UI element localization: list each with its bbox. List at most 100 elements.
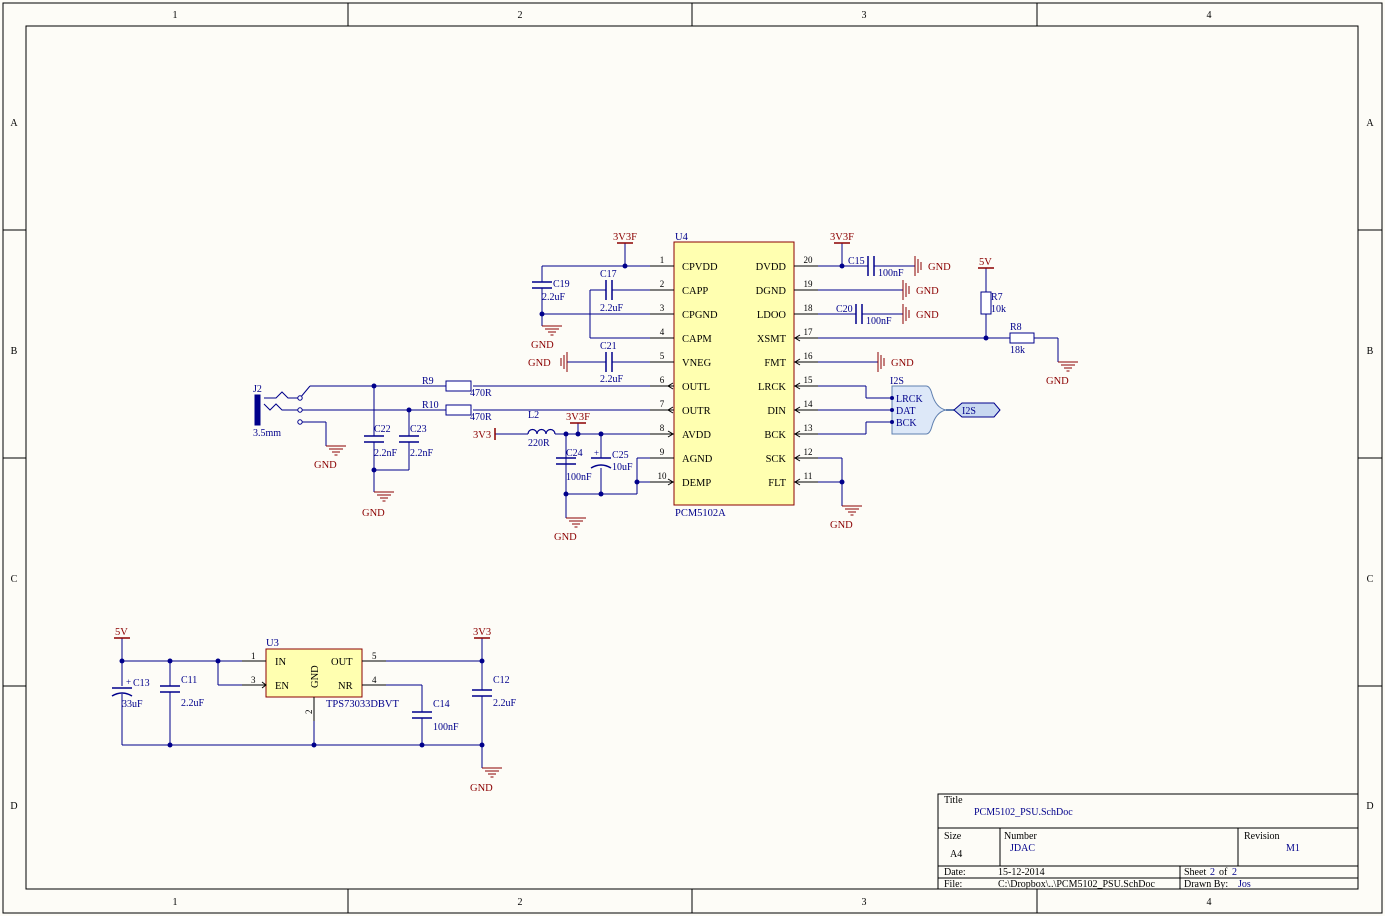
i2s-harness — [890, 385, 1001, 435]
u4-pin-num: 8 — [660, 423, 665, 433]
border-row-label: C — [11, 574, 18, 585]
c22-c23-plates — [364, 435, 419, 443]
date-label: Date: — [944, 867, 966, 878]
net-label-3v3f: 3V3F — [830, 232, 854, 243]
c12-val: 2.2uF — [493, 698, 517, 709]
u4-ic: CPVDD1CAPP2CPGND3CAPM4VNEG5OUTL6OUTR7AVD… — [650, 232, 818, 519]
u3-pin-num: 1 — [251, 651, 256, 661]
gnd-label: GND — [554, 532, 577, 543]
sheet-of: of — [1219, 867, 1228, 878]
u3-pin-num: 3 — [251, 675, 256, 685]
size-value: A4 — [950, 849, 962, 860]
date-value: 15-12-2014 — [998, 867, 1045, 878]
c14-ref: C14 — [433, 699, 450, 710]
u4-pin-name: DIN — [767, 406, 786, 417]
border-row-label: A — [10, 118, 18, 129]
border-row-label: C — [1367, 574, 1374, 585]
number-label: Number — [1004, 831, 1037, 842]
r7-ref: R7 — [991, 292, 1003, 303]
u4-pin-name: CPGND — [682, 310, 718, 321]
gnd-label: GND — [362, 508, 385, 519]
u3-pin-name: EN — [275, 681, 289, 692]
c19-val: 2.2uF — [542, 292, 566, 303]
c12-ref: C12 — [493, 675, 510, 686]
gnd-label: GND — [1046, 376, 1069, 387]
i2s-port-label: I2S — [962, 406, 976, 417]
net-label-5v: 5V — [115, 627, 128, 638]
gnd-label: GND — [314, 460, 337, 471]
c25-ref: C25 — [612, 450, 629, 461]
u4-pin-name: DGND — [756, 286, 787, 297]
u3-pin-num: 5 — [372, 651, 377, 661]
resistors-audio — [445, 380, 472, 416]
net-label-3v3: 3V3 — [473, 627, 491, 638]
right-cap-plates — [855, 256, 875, 324]
net-label-5v: 5V — [979, 257, 992, 268]
u3-pin-name: OUT — [331, 657, 353, 668]
j2-jack-icon — [254, 391, 303, 426]
u4-pin-num: 6 — [660, 375, 665, 385]
u4-pin-name: LRCK — [758, 382, 786, 393]
c23-ref: C23 — [410, 424, 427, 435]
gnd-label: GND — [470, 783, 493, 794]
net-label-3v3f: 3V3F — [613, 232, 637, 243]
u4-pin-num: 13 — [804, 423, 814, 433]
u4-pin-name: DVDD — [756, 262, 787, 273]
u4-pin-num: 10 — [658, 471, 668, 481]
u4-pin-arrow — [667, 478, 674, 486]
gnd-label: GND — [531, 340, 554, 351]
c23-val: 2.2nF — [410, 448, 434, 459]
drawn-label: Drawn By: — [1184, 879, 1228, 890]
sheet-label: Sheet — [1184, 867, 1206, 878]
u4-pin-arrow — [667, 406, 674, 414]
u4-pin-name: OUTR — [682, 406, 711, 417]
file-value: C:\Dropbox\..\PCM5102_PSU.SchDoc — [998, 879, 1156, 890]
u4-pin-arrow — [794, 334, 801, 342]
u4-pin-name: DEMP — [682, 478, 711, 489]
r10-val: 470R — [470, 412, 492, 423]
l2-inductor-icon — [527, 428, 556, 435]
u4-right-wiring — [818, 243, 1059, 506]
sheet-num: 2 — [1210, 867, 1215, 878]
c20-ref: C20 — [836, 304, 853, 315]
i2s-signal-dat: DAT — [896, 406, 915, 417]
revision-label: Revision — [1244, 831, 1280, 842]
r10-ref: R10 — [422, 400, 439, 411]
r9-val: 470R — [470, 388, 492, 399]
border-col-label: 2 — [518, 10, 523, 21]
border-row-label: D — [10, 801, 17, 812]
gnd-label: GND — [528, 358, 551, 369]
j2-output-wiring — [299, 385, 446, 492]
c19-ref: C19 — [553, 279, 570, 290]
u4-designator: U4 — [675, 232, 689, 243]
u4-pin-arrow — [794, 430, 801, 438]
i2s-signal-lrck: LRCK — [896, 394, 923, 405]
u4-pin-num: 20 — [804, 255, 814, 265]
u3-cap-plates — [111, 685, 492, 719]
u3-pin-name: NR — [338, 681, 353, 692]
c15-val: 100nF — [878, 268, 904, 279]
c20-val: 100nF — [866, 316, 892, 327]
revision-value: M1 — [1286, 843, 1300, 854]
border-col-label: 4 — [1207, 897, 1212, 908]
u4-pin-num: 7 — [660, 399, 665, 409]
u4-pin-num: 9 — [660, 447, 665, 457]
c14-val: 100nF — [433, 722, 459, 733]
size-label: Size — [944, 831, 962, 842]
u4-pin-num: 18 — [804, 303, 814, 313]
c13-polarity: + — [126, 677, 131, 687]
c24-ref: C24 — [566, 448, 583, 459]
r7-val: 10k — [991, 304, 1006, 315]
gnd-label: GND — [916, 286, 939, 297]
j2-val: 3.5mm — [253, 428, 281, 439]
c25-val: 10uF — [612, 462, 633, 473]
u4-pin-name: LDOO — [757, 310, 787, 321]
c17-val: 2.2uF — [600, 303, 624, 314]
u4-pin-num: 3 — [660, 303, 665, 313]
i2s-port — [953, 402, 1001, 418]
u4-pin-name: XSMT — [757, 334, 787, 345]
c11-val: 2.2uF — [181, 698, 205, 709]
u4-pin-name: SCK — [766, 454, 787, 465]
i2s-signal-bck: BCK — [896, 418, 917, 429]
